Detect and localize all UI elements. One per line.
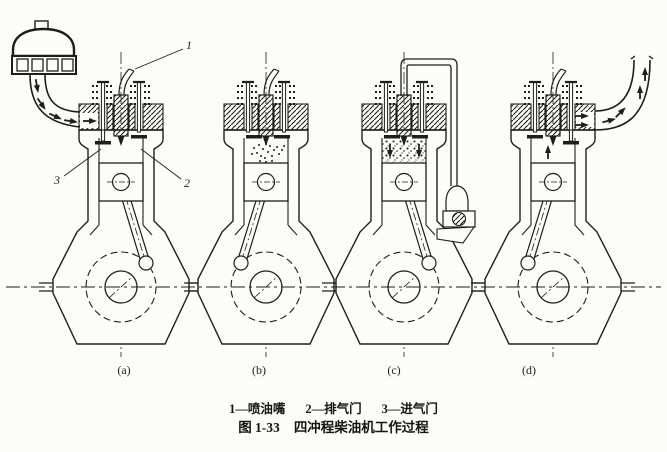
engine-b-body	[182, 50, 350, 359]
engine-d-body	[469, 50, 637, 359]
legend-item-intake-valve: 3—进气门	[381, 402, 438, 416]
panel-label-d: (d)	[522, 363, 536, 377]
combustion-gas	[382, 140, 426, 162]
callout-leader-lines	[63, 48, 184, 180]
engine-c-exhaust-valve-closed	[412, 135, 428, 139]
engine-a-body	[37, 50, 205, 359]
figure-number: 图 1-33	[238, 420, 280, 435]
exhaust-pipe	[594, 55, 654, 131]
callout-1-injector: 1	[186, 38, 192, 52]
engine-a-piston	[98, 162, 144, 202]
high-pressure-fuel-pipe	[400, 58, 458, 186]
engine-c-intake-valve-closed	[384, 135, 400, 139]
legend-item-injector: 1—喷油嘴	[229, 402, 286, 416]
engine-b-piston	[243, 162, 289, 202]
fuel-spray	[251, 143, 285, 163]
fuel-injection-pump	[436, 185, 476, 244]
engine-d-piston	[530, 162, 576, 202]
legend-item-exhaust-valve: 2—排气门	[305, 402, 362, 416]
engine-d-intake-valve-closed	[527, 135, 543, 139]
callout-2-exhaust-valve: 2	[184, 176, 190, 190]
intake-pipe	[29, 73, 81, 128]
engine-b-intake-valve-closed	[246, 135, 262, 139]
engine-c-piston	[381, 162, 427, 202]
panel-label-a: (a)	[117, 363, 130, 377]
engine-d-exhaust-valve-open	[563, 129, 579, 145]
air-cleaner	[11, 20, 77, 75]
engine-b-exhaust-valve-closed	[274, 135, 290, 139]
engine-diagram-figure: 1 3 2	[6, 20, 661, 377]
figure-caption: 图 1-33 四冲程柴油机工作过程	[0, 416, 667, 436]
figure-title: 四冲程柴油机工作过程	[293, 420, 429, 435]
engine-panel-c	[320, 50, 488, 359]
engine-a-exhaust-valve-closed	[131, 135, 147, 139]
figure-legend: 1—喷油嘴 2—排气门 3—进气门	[0, 398, 667, 417]
engine-a-intake-valve-open	[95, 129, 111, 145]
engine-panel-a: 1 3 2	[11, 20, 205, 359]
engine-panel-b	[182, 50, 350, 359]
engine-panel-d	[469, 50, 654, 359]
panel-label-c: (c)	[387, 363, 400, 377]
callout-3-intake-valve: 3	[53, 173, 60, 187]
panel-label-b: (b)	[252, 363, 266, 377]
